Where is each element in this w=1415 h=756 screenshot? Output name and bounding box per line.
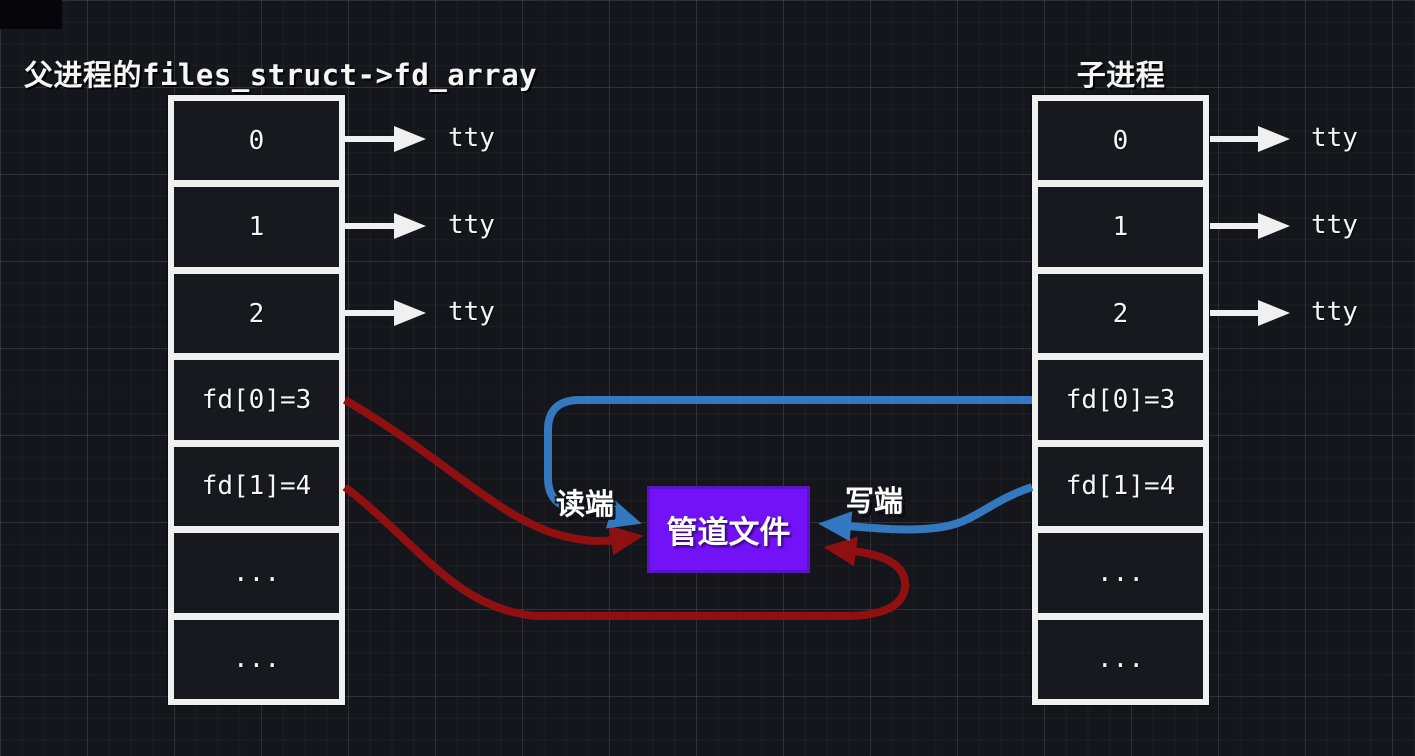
parent-write-link: [342, 483, 910, 620]
parent-fd-cell-3: fd[0]=3: [174, 360, 339, 440]
parent-table-title: 父进程的files_struct->fd_array: [24, 58, 538, 92]
parent-tty-label-2: tty: [448, 297, 495, 327]
write-end-label: 写端: [845, 484, 904, 518]
child-fd-cell-2: 2: [1038, 273, 1203, 354]
parent-fd-cell-4: fd[1]=4: [174, 446, 339, 527]
child-fd-cell-1: 1: [1038, 187, 1203, 267]
parent-fd-cell-1: 1: [174, 187, 339, 267]
parent-fd-cell-0: 0: [174, 101, 339, 181]
parent-tty-label-0: tty: [448, 123, 495, 153]
child-fd-cell-0: 0: [1038, 101, 1203, 181]
child-fd-cell-5: ...: [1038, 533, 1203, 613]
parent-fd-table: 0 1 2 fd[0]=3 fd[1]=4 ... ...: [168, 95, 345, 705]
parent-fd-cell-5: ...: [174, 533, 339, 613]
parent-tty-label-1: tty: [448, 210, 495, 240]
pipe-file-label: 管道文件: [666, 515, 791, 551]
child-fd-table: 0 1 2 fd[0]=3 fd[1]=4 ... ...: [1032, 95, 1209, 705]
child-table-title: 子进程: [1076, 58, 1166, 92]
corner-patch: [0, 0, 62, 29]
child-tty-label-2: tty: [1311, 297, 1358, 327]
child-fd-cell-4: fd[1]=4: [1038, 446, 1203, 527]
parent-fd-cell-2: 2: [174, 273, 339, 354]
child-fd-cell-6: ...: [1038, 619, 1203, 699]
child-tty-label-0: tty: [1311, 123, 1358, 153]
read-end-label: 读端: [556, 487, 615, 521]
child-tty-label-1: tty: [1311, 210, 1358, 240]
pipe-file-box: 管道文件: [647, 486, 810, 573]
parent-fd-cell-6: ...: [174, 619, 339, 699]
child-fd-cell-3: fd[0]=3: [1038, 360, 1203, 440]
